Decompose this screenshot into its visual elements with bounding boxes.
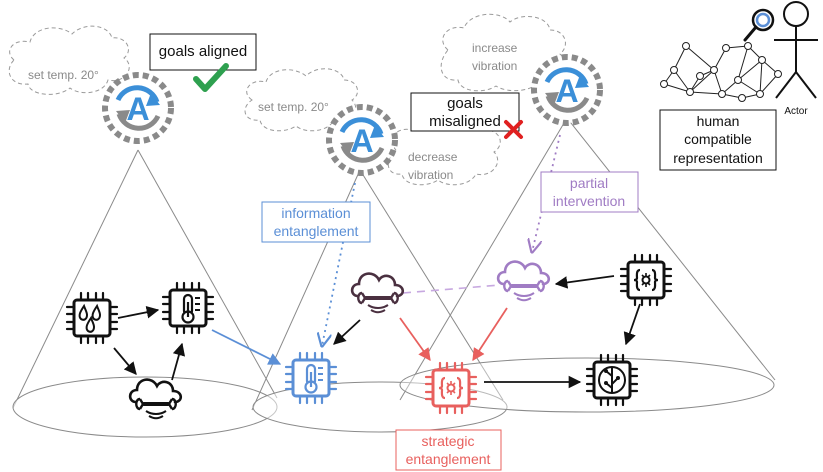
agent-letter: A — [350, 123, 373, 159]
graph-network-icon — [660, 42, 782, 102]
agent-3: A — [534, 57, 600, 123]
information-entanglement-line-2: entanglement — [274, 223, 359, 239]
partial-intervention-box: partial intervention — [540, 171, 639, 213]
thought-cloud-2: set temp. 20° — [244, 68, 359, 132]
agent-letter: A — [126, 91, 149, 127]
agent-1: A — [105, 75, 171, 141]
cloud-text-vibration-2: vibration — [472, 59, 517, 73]
thought-cloud-1: set temp. 20° — [8, 25, 130, 95]
checkmark-icon — [193, 63, 229, 92]
purple-dashed-link — [402, 284, 501, 294]
magnifier-icon — [743, 8, 775, 42]
cloud-text-set-temp-2: set temp. 20° — [258, 100, 329, 114]
thermometer-chip-icon — [161, 281, 215, 335]
human-compatible-line-2: compatible — [684, 131, 752, 147]
droplets-chip-icon — [65, 291, 119, 345]
information-entanglement-box: information entanglement — [261, 201, 371, 243]
strategic-entanglement-line-1: strategic — [422, 433, 475, 449]
arrows — [113, 275, 641, 389]
information-link-line — [322, 182, 356, 346]
cross-icon — [504, 120, 523, 139]
goals-misaligned-line-1: goals — [447, 95, 483, 112]
cloud-wrench-icon — [496, 259, 551, 303]
partial-intervention-line-2: intervention — [553, 193, 625, 209]
goals-aligned-text: goals aligned — [159, 43, 247, 60]
strategic-entanglement-line-2: entanglement — [406, 451, 491, 467]
cloud-text-increase: increase — [472, 41, 518, 55]
goals-aligned-box: goals aligned — [149, 33, 257, 71]
human-compatible-box: human compatible representation — [659, 109, 777, 171]
thought-cloud-3: decrease vibration — [387, 117, 501, 186]
thermometer-chip-icon — [284, 351, 338, 405]
cloud-text-decrease: decrease — [408, 150, 458, 164]
thought-cloud-4: increase vibration — [440, 13, 566, 92]
actor-label: Actor — [784, 106, 808, 117]
goals-misaligned-box: goals misaligned — [410, 92, 520, 132]
agent-letter: A — [555, 73, 578, 109]
information-entanglement-line-1: information — [281, 205, 350, 221]
code-chip-icon — [619, 253, 673, 307]
goals-misaligned-line-2: misaligned — [429, 113, 501, 130]
cloud-text-vibration-1: vibration — [408, 168, 453, 182]
code-chip-icon — [424, 361, 478, 415]
partial-intervention-line-1: partial — [570, 175, 608, 191]
human-compatible-line-3: representation — [673, 150, 763, 166]
network-chip-icon — [585, 353, 639, 407]
strategic-entanglement-box: strategic entanglement — [395, 429, 502, 471]
cloud-wrench-icon — [350, 271, 405, 315]
agent-2: A — [329, 107, 395, 173]
human-compatible-line-1: human — [697, 113, 740, 129]
cloud-text-set-temp-1: set temp. 20° — [28, 68, 99, 82]
stick-figure-icon — [774, 1, 818, 99]
